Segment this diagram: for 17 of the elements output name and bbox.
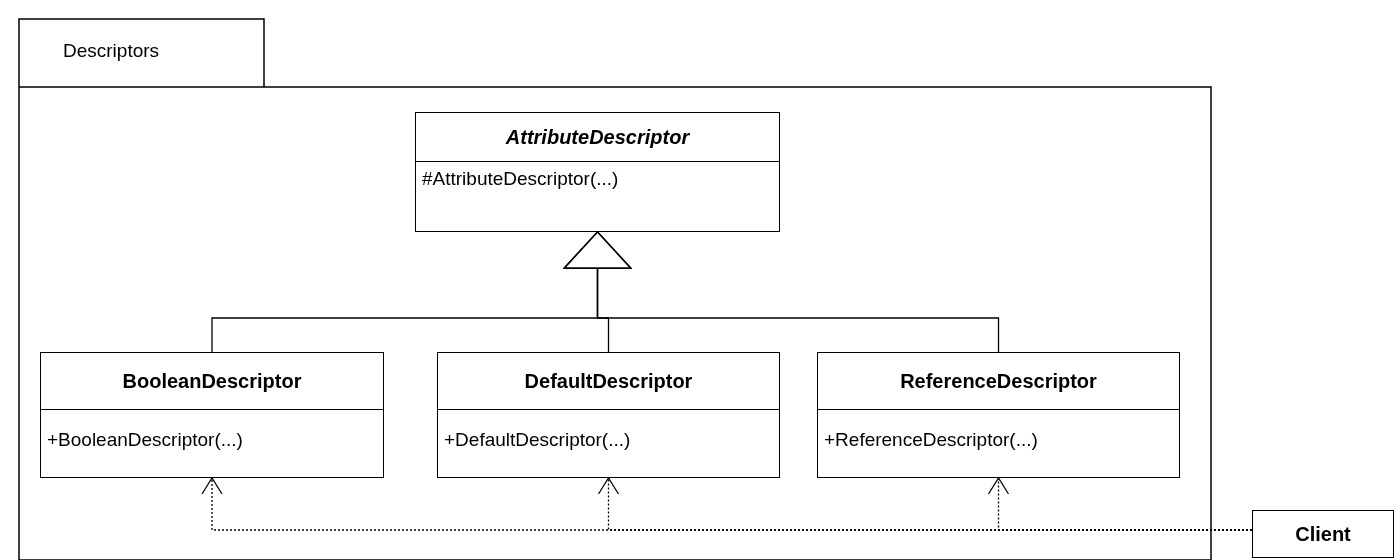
class-name: BooleanDescriptor	[121, 368, 303, 394]
class-name: ReferenceDescriptor	[899, 368, 1098, 394]
method-signature: +ReferenceDescriptor(...)	[818, 409, 1179, 477]
class-name: Client	[1294, 522, 1352, 546]
class-name: AttributeDescriptor	[504, 124, 691, 150]
class-box	[1252, 510, 1394, 558]
class-box	[437, 352, 780, 478]
class-box	[40, 352, 384, 478]
class-name: DefaultDescriptor	[523, 368, 694, 394]
method-signature: #AttributeDescriptor(...)	[416, 161, 779, 231]
class-box	[415, 112, 780, 232]
generalization-arrow	[563, 231, 1000, 353]
dependency-arrow	[987, 477, 1253, 531]
method-signature: +BooleanDescriptor(...)	[41, 409, 383, 477]
class-box	[817, 352, 1180, 478]
package-name: Descriptors	[63, 40, 160, 62]
method-signature: +DefaultDescriptor(...)	[438, 409, 779, 477]
